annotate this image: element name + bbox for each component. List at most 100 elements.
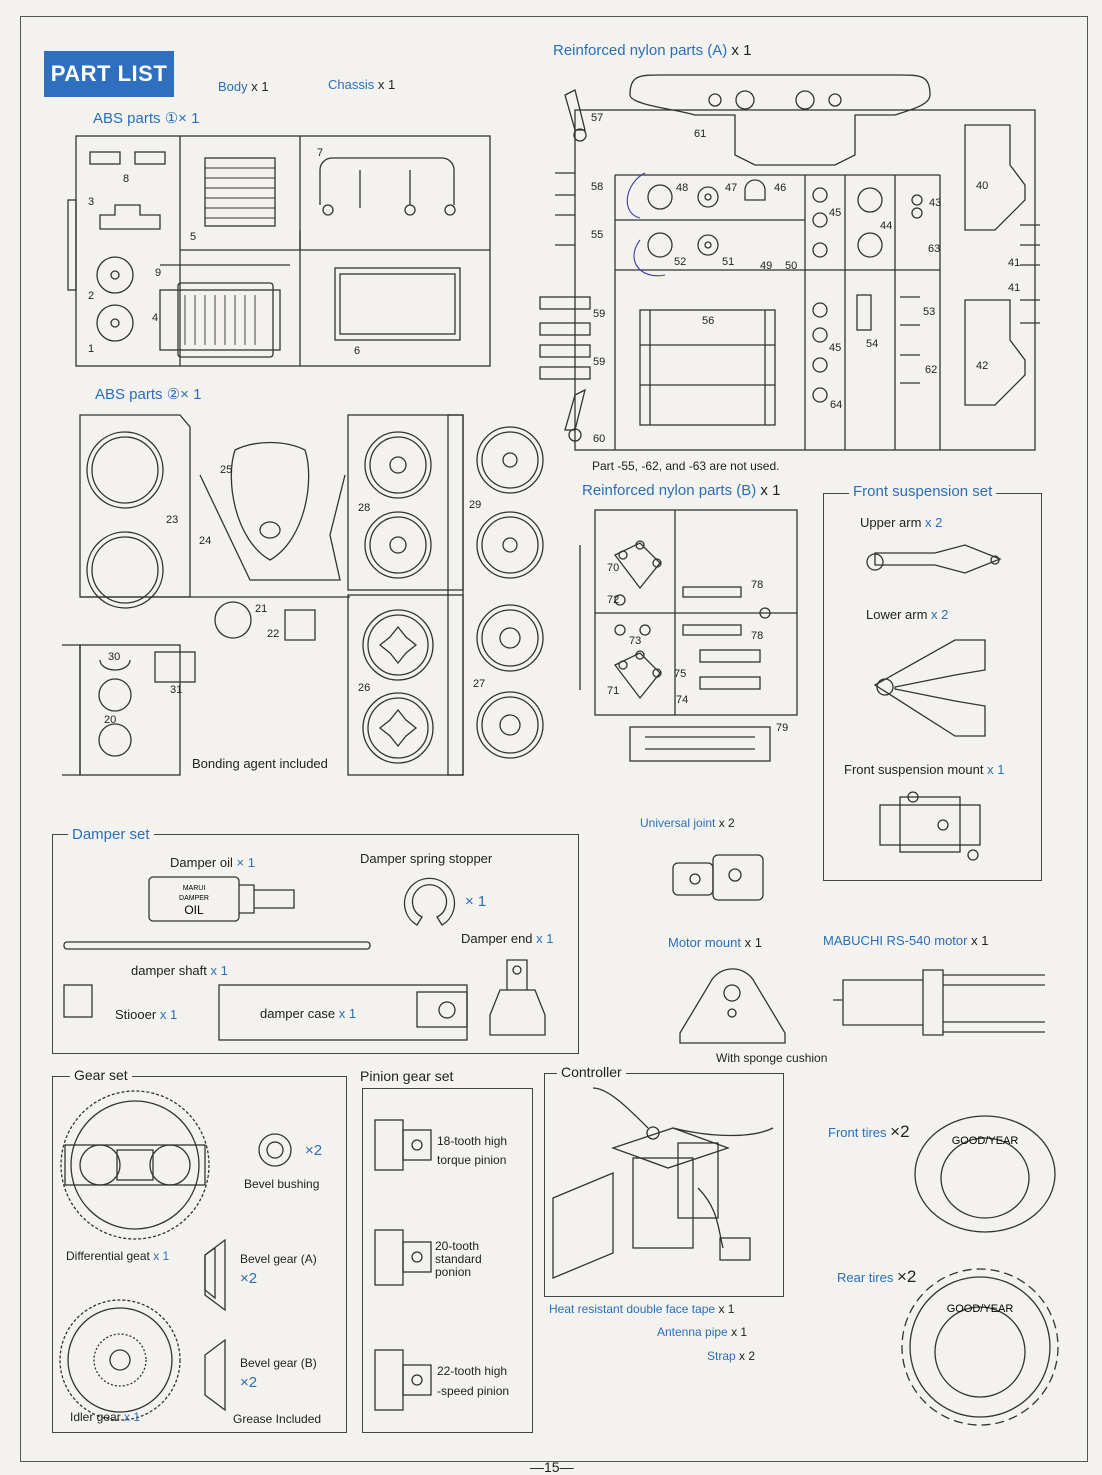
part-number: 73 xyxy=(629,635,642,647)
part-number: 62 xyxy=(925,364,938,376)
part-number: 54 xyxy=(866,338,879,350)
part-number: 20 xyxy=(104,714,117,726)
front-suspension-drawing xyxy=(866,544,1002,861)
part-number: 4 xyxy=(152,312,159,324)
part-number: 29 xyxy=(469,499,482,511)
part-number: 26 xyxy=(358,682,371,694)
page-number: —15— xyxy=(530,1459,574,1475)
part-number: 63 xyxy=(928,243,941,255)
controller-title: Controller xyxy=(557,1064,626,1080)
part-number: 8 xyxy=(123,173,130,185)
part-number: 50 xyxy=(785,260,798,272)
bevel-gears-drawing xyxy=(204,1133,292,1412)
pinions-drawing xyxy=(374,1119,432,1411)
part-number: 56 xyxy=(702,315,715,327)
part-number: 31 xyxy=(170,684,183,696)
part-number: 47 xyxy=(725,182,738,194)
nylon-b-title: Reinforced nylon parts (B) x 1 xyxy=(582,482,781,499)
abs2-sprue-drawing xyxy=(62,414,544,776)
part-number: 45 xyxy=(829,207,842,219)
stopper-label: Stiooer x 1 xyxy=(115,1007,178,1022)
part-number: 21 xyxy=(255,603,268,615)
controller-box xyxy=(544,1073,784,1297)
part-number: 59 xyxy=(593,356,606,368)
universal-joint-label: Universal joint x 2 xyxy=(640,816,735,830)
part-number: 78 xyxy=(751,630,764,642)
rear-tires-label: Rear tires ×2 xyxy=(837,1267,917,1286)
part-number: 72 xyxy=(607,594,620,606)
front-suspension-title: Front suspension set xyxy=(849,483,997,500)
abs1-title: ABS parts ①× 1 xyxy=(93,110,200,127)
pinion-set-title: Pinion gear set xyxy=(356,1068,458,1084)
chassis-label: Chassis x 1 xyxy=(328,77,396,92)
damper-title: Damper set xyxy=(68,826,154,843)
part-number: 41 xyxy=(1008,257,1021,269)
abs2-title: ABS parts ②× 1 xyxy=(95,386,202,403)
part-number: 2 xyxy=(88,290,95,302)
part-number: 9 xyxy=(155,267,162,279)
damper-case-label: damper case x 1 xyxy=(260,1006,357,1021)
motor-mount-note: With sponge cushion xyxy=(716,1051,828,1065)
motor-mount-label: Motor mount x 1 xyxy=(668,935,762,950)
bevel-bushing-label: Bevel bushing xyxy=(244,1177,320,1191)
rear-tire-brand: GOOD/YEAR xyxy=(947,1303,1014,1315)
part-number: 7 xyxy=(317,147,324,159)
damper-box xyxy=(52,834,579,1054)
part-number: 70 xyxy=(607,562,620,574)
part-number: 57 xyxy=(591,112,604,124)
antenna-label: Antenna pipe x 1 xyxy=(657,1325,748,1339)
page-frame xyxy=(20,16,1088,1462)
damper-shaft-label: damper shaft x 1 xyxy=(131,963,228,978)
damper-drawing: MARUI DAMPER OIL xyxy=(63,876,546,1041)
nylon-a-title: Reinforced nylon parts (A) x 1 xyxy=(553,42,752,59)
bevel-bushing-qty: ×2 xyxy=(305,1142,323,1159)
motor-mount-drawing xyxy=(679,968,786,1044)
part-number: 40 xyxy=(976,180,989,192)
rear-tire-drawing: GOOD/YEAR xyxy=(901,1268,1059,1426)
part-number: 49 xyxy=(760,260,773,272)
body-label: Body x 1 xyxy=(218,79,269,94)
bevel-b-label: Bevel gear (B) xyxy=(240,1356,317,1370)
part-number: 41 xyxy=(1008,282,1021,294)
oil-bottle-label-2: DAMPER xyxy=(179,895,209,902)
nylon-a-note: Part -55, -62, and -63 are not used. xyxy=(592,459,780,473)
part-number: 53 xyxy=(923,306,936,318)
part-number: 6 xyxy=(354,345,361,357)
motor-label: MABUCHI RS-540 motor x 1 xyxy=(823,933,989,948)
abs1-sprue-drawing xyxy=(67,135,491,367)
damper-end-label: Damper end x 1 xyxy=(461,931,554,946)
part-number: 71 xyxy=(607,685,620,697)
tape-label: Heat resistant double face tape x 1 xyxy=(549,1302,735,1316)
strap-label: Strap x 2 xyxy=(707,1349,756,1363)
front-tire-brand: GOOD/YEAR xyxy=(952,1135,1019,1147)
part-number: 61 xyxy=(694,128,707,140)
grease-note: Grease Included xyxy=(233,1412,322,1426)
lower-arm-label: Lower arm x 2 xyxy=(866,607,949,622)
part-number: 55 xyxy=(591,229,604,241)
part-number: 3 xyxy=(88,196,95,208)
motor-drawing xyxy=(833,969,1045,1036)
part-number: 64 xyxy=(830,399,843,411)
suspension-mount-label: Front suspension mount x 1 xyxy=(844,762,1005,777)
bonding-note: Bonding agent included xyxy=(192,756,328,771)
gear-set-title: Gear set xyxy=(70,1067,132,1083)
upper-arm-label: Upper arm x 2 xyxy=(860,515,943,530)
part-number: 58 xyxy=(591,181,604,193)
part-number: 24 xyxy=(199,535,212,547)
pinion-set-box xyxy=(362,1088,533,1433)
part-number: 48 xyxy=(676,182,689,194)
part-number: 59 xyxy=(593,308,606,320)
part-number: 78 xyxy=(751,579,764,591)
controller-drawing xyxy=(552,1087,774,1279)
oil-bottle-label-1: MARUI xyxy=(183,885,206,892)
part-number: 51 xyxy=(722,256,735,268)
page-title: PART LIST xyxy=(44,51,174,97)
bevel-a-label: Bevel gear (A) xyxy=(240,1252,317,1266)
nylon-b-sprue-drawing xyxy=(579,509,798,762)
spring-stopper-label: Damper spring stopper xyxy=(360,851,493,866)
part-number: 45 xyxy=(829,342,842,354)
part-number: 30 xyxy=(108,651,121,663)
part-number: 1 xyxy=(88,343,95,355)
